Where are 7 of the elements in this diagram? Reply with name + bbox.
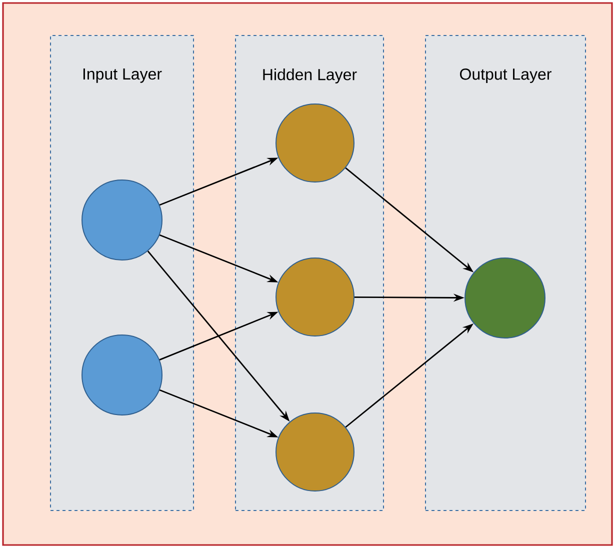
neuron-circle <box>276 412 354 492</box>
neuron-circle <box>464 258 546 338</box>
neuron-circle <box>82 180 162 260</box>
layer-box: Output Layer <box>425 35 586 511</box>
neuron-circle <box>276 258 354 336</box>
neuron-circle <box>82 334 162 416</box>
neuron-circle <box>276 104 354 182</box>
